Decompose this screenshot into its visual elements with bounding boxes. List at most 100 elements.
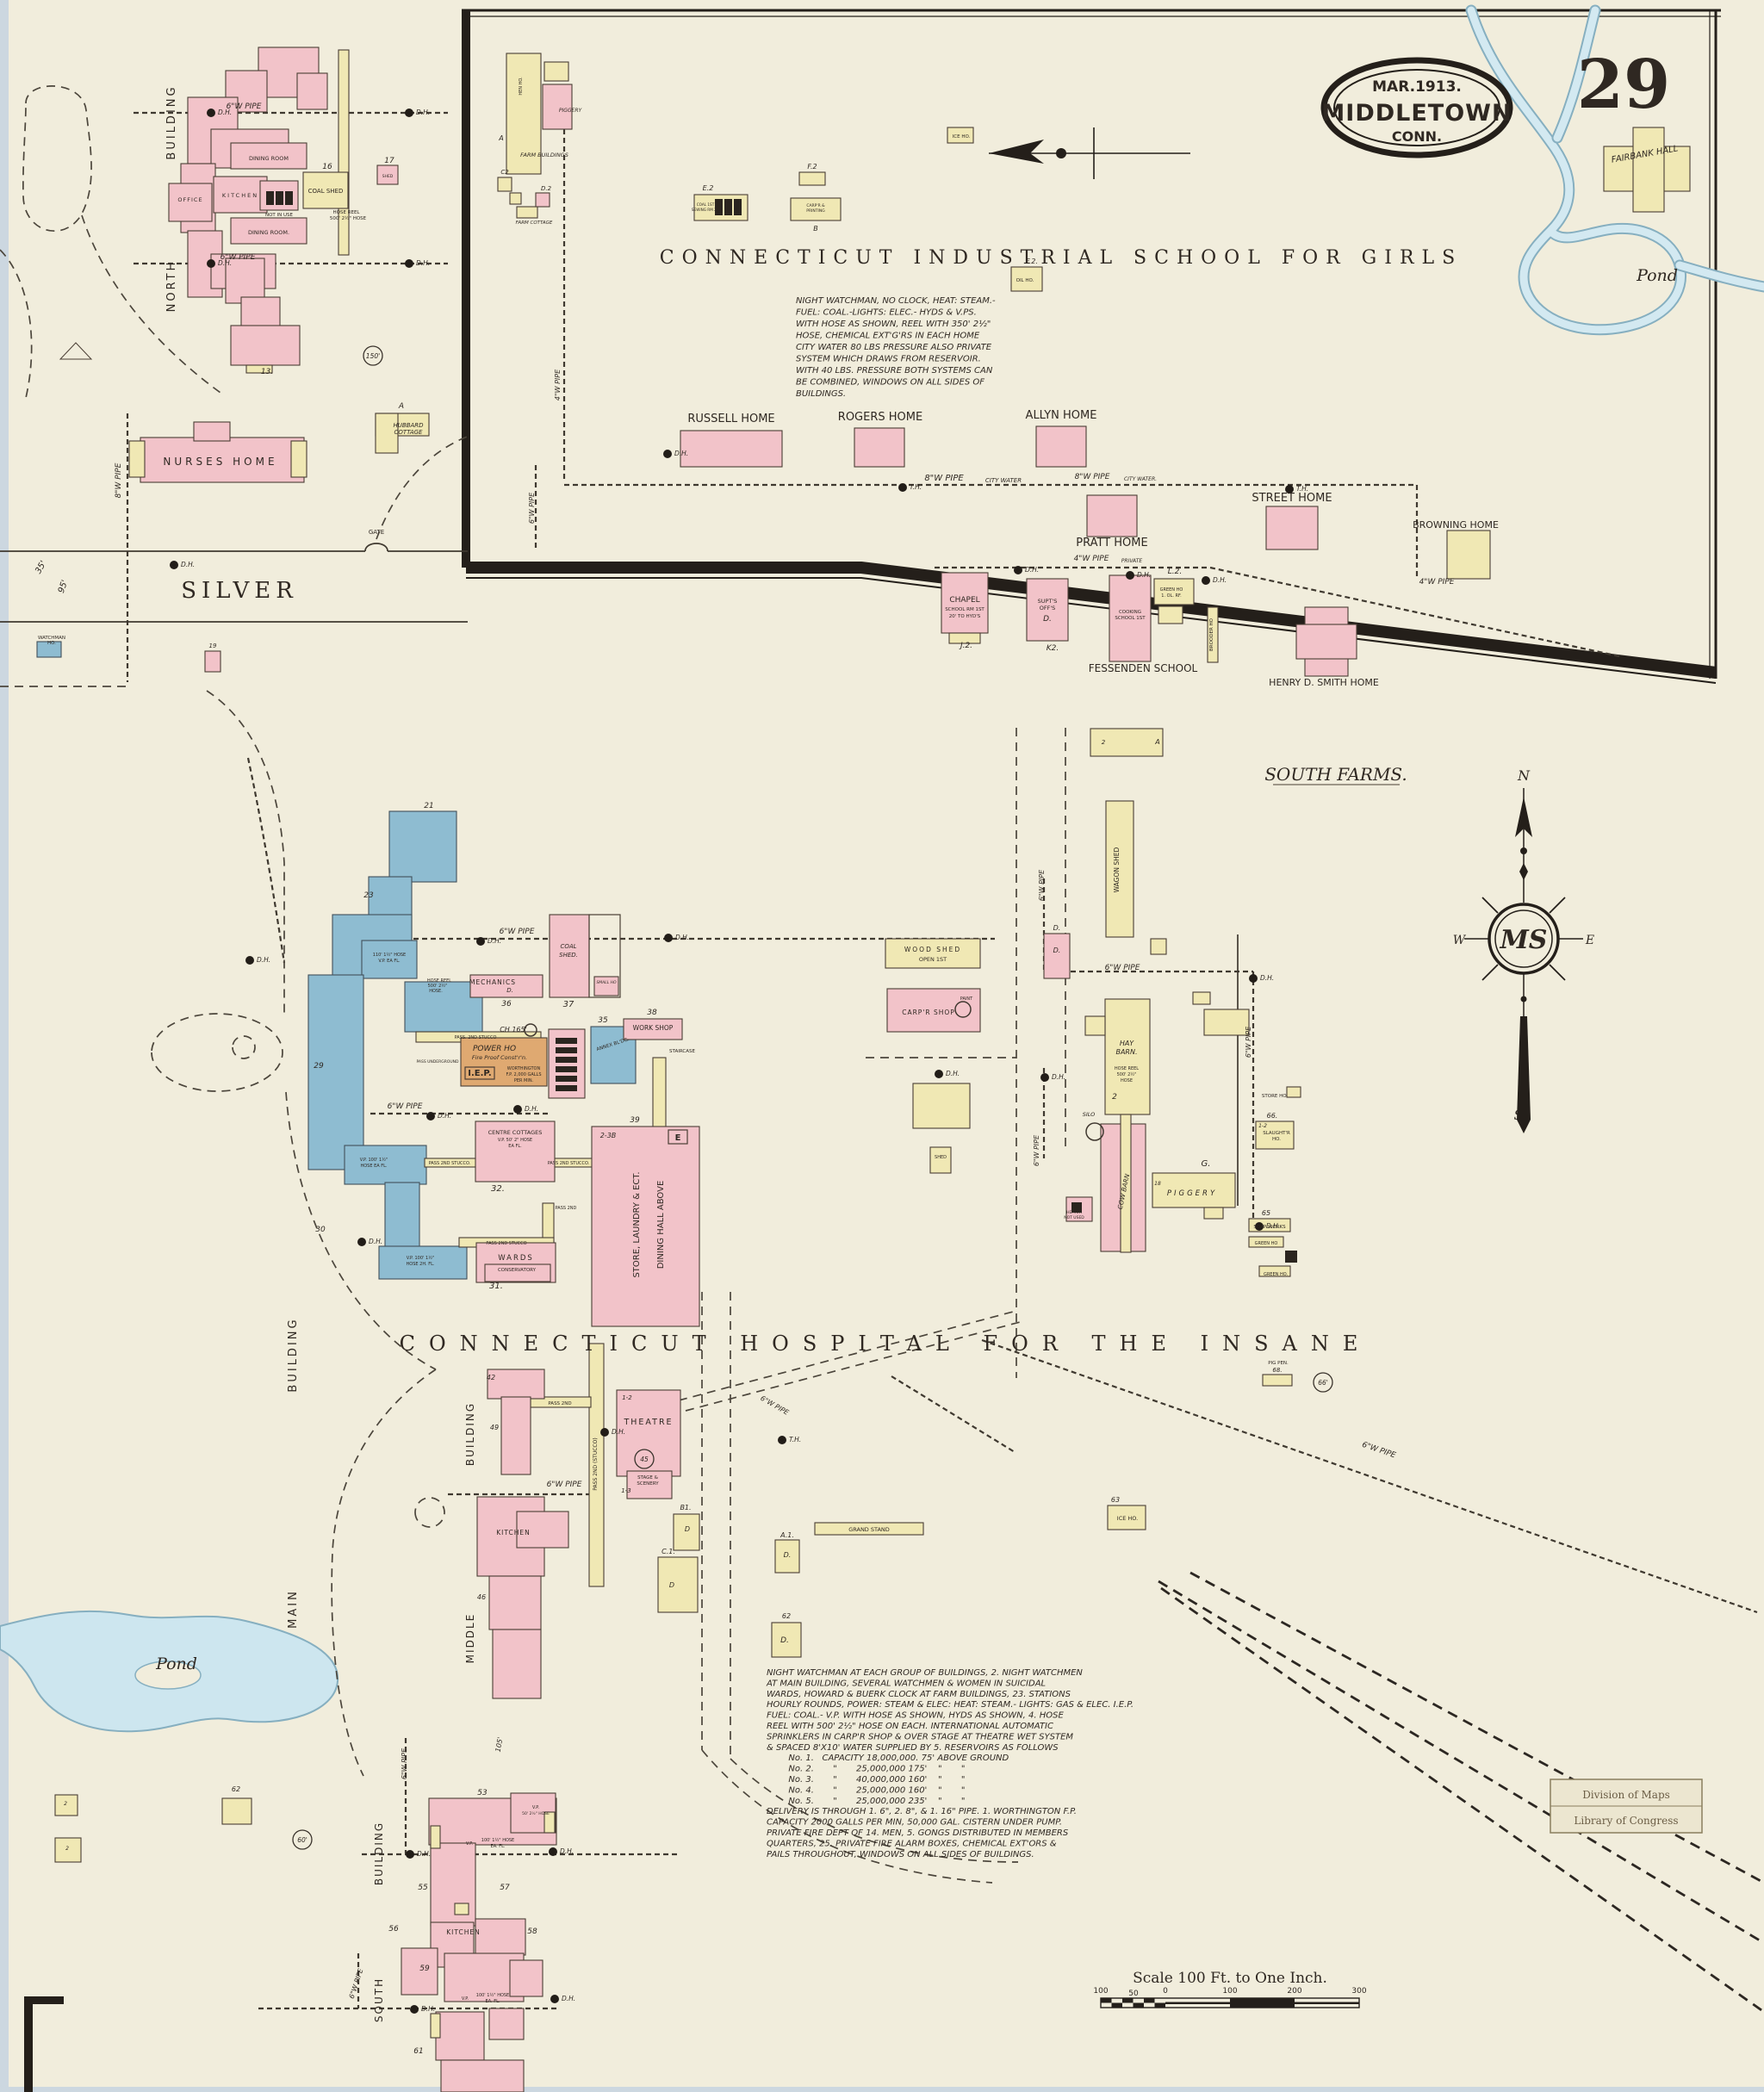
nurses-home-wing bbox=[290, 440, 307, 478]
road bbox=[81, 214, 221, 394]
map-label: 6"W PIPE bbox=[1033, 1134, 1040, 1166]
south-building bbox=[475, 1918, 526, 1956]
scale-seg bbox=[1154, 2002, 1165, 2008]
map-label: 17 bbox=[384, 157, 394, 165]
hydrant-dot bbox=[410, 2005, 419, 2014]
hospital-note-line: No. 4. " 25,000,000 160' " " bbox=[767, 1785, 965, 1795]
map-label: 53 bbox=[477, 1789, 488, 1797]
map-label: STAIRCASE bbox=[669, 1049, 695, 1054]
hospital-note-line: HOURLY ROUNDS, POWER: STEAM & ELEC: HEAT… bbox=[767, 1700, 1134, 1710]
coal-bin bbox=[266, 191, 274, 205]
map-label: HO. bbox=[1272, 1137, 1281, 1142]
hospital-note-line: CAPACITY 2000 GALLS PER MIN, 50,000 GAL.… bbox=[767, 1818, 1062, 1828]
farm-shed bbox=[1203, 1009, 1250, 1036]
store-laundry-dining bbox=[591, 1126, 700, 1327]
shed-62 bbox=[771, 1622, 802, 1658]
street-home bbox=[1265, 506, 1319, 550]
south-building bbox=[509, 1959, 543, 1997]
smith-home bbox=[1295, 624, 1357, 660]
shed-b1 bbox=[673, 1513, 700, 1551]
hydrant-dot bbox=[405, 259, 413, 268]
map-label: V.P. 100' 1½" bbox=[407, 1255, 435, 1261]
map-label: 65 bbox=[1262, 1209, 1270, 1217]
passage bbox=[542, 1202, 555, 1244]
map-label: 2 bbox=[1102, 739, 1106, 746]
heading-south-farms: SOUTH FARMS. bbox=[1264, 764, 1407, 785]
compass-ornament bbox=[1519, 863, 1528, 880]
map-label: COTTAGE bbox=[394, 429, 424, 436]
compass-w: W bbox=[1453, 934, 1467, 947]
water-features bbox=[0, 4, 1764, 1733]
cottage bbox=[54, 1794, 78, 1816]
map-label: D. bbox=[506, 987, 513, 994]
hydrant-dot bbox=[406, 1850, 414, 1859]
map-label: PRATT HOME bbox=[1076, 537, 1147, 549]
road bbox=[376, 435, 470, 540]
passage bbox=[588, 1343, 605, 1587]
scale-seg bbox=[1230, 1998, 1295, 2008]
hydrant-label: D.H. bbox=[560, 1847, 574, 1855]
map-label: 38 bbox=[647, 1009, 657, 1017]
roads-pipes-rails bbox=[0, 85, 1764, 2014]
map-label: HOSE. bbox=[429, 989, 443, 994]
road bbox=[151, 1013, 283, 1092]
hydrant-dot bbox=[207, 109, 215, 117]
stage bbox=[626, 1470, 673, 1499]
map-label: L.2. bbox=[1168, 568, 1182, 576]
school-note-line: FUEL: COAL.-LIGHTS: ELEC.- HYDS & V.PS. bbox=[796, 308, 977, 318]
shed bbox=[509, 192, 522, 205]
hospital-note-line: WARDS, HOWARD & BUERK CLOCK AT FARM BUIL… bbox=[767, 1690, 1071, 1699]
map-label: E bbox=[675, 1133, 681, 1143]
hydrant-dot bbox=[1126, 571, 1134, 580]
map-label: 13. bbox=[261, 368, 273, 376]
map-label: 55 bbox=[418, 1884, 428, 1892]
green-house bbox=[1158, 605, 1183, 624]
farm-cottage bbox=[516, 206, 538, 219]
hydrant-dot bbox=[1040, 1073, 1049, 1082]
hydrant-dot bbox=[1249, 974, 1258, 983]
map-label: PASS 2ND bbox=[548, 1401, 571, 1406]
map-label: HOSE REEL bbox=[427, 978, 451, 984]
hospital-note-line: FUEL: COAL.- V.P. WITH HOSE AS SHOWN, HY… bbox=[767, 1711, 1064, 1721]
map-label: J.2. bbox=[959, 642, 972, 650]
hydrant-label: D.H. bbox=[488, 937, 501, 945]
map-label: PASS 2ND STUCCO. bbox=[548, 1161, 590, 1166]
cottage bbox=[54, 1837, 82, 1863]
road bbox=[414, 1497, 445, 1528]
shed-c1 bbox=[657, 1556, 699, 1613]
north-arrow-head bbox=[989, 140, 1044, 164]
map-label: ICE HO. bbox=[1117, 1515, 1138, 1522]
hydrant-label: D.H. bbox=[1260, 974, 1274, 982]
map-label: SMALL HO bbox=[596, 980, 617, 985]
russell-home bbox=[680, 430, 783, 468]
map-label: SHED bbox=[935, 1155, 947, 1160]
shed-17 bbox=[376, 165, 399, 185]
map-label: BUILDING bbox=[373, 1822, 385, 1885]
compass-ray bbox=[1481, 964, 1499, 981]
frame-left-bar bbox=[462, 10, 470, 568]
hydrant-dot bbox=[1014, 566, 1022, 574]
scale-tick: 100 bbox=[1093, 1987, 1108, 1996]
hydrant-dot bbox=[664, 934, 673, 942]
compass-ray bbox=[1481, 897, 1499, 914]
river bbox=[1467, 6, 1685, 334]
brooder-house bbox=[1207, 606, 1219, 663]
compass-ray bbox=[1549, 964, 1566, 981]
bldg-d-farm bbox=[1043, 933, 1071, 979]
hospital-note-line: & SPACED 8'X10' WATER SUPPLIED BY 5. RES… bbox=[767, 1743, 1059, 1753]
map-label: CONSERVATORY bbox=[498, 1268, 537, 1273]
map-label: HOSE REEL bbox=[1115, 1066, 1139, 1071]
map-label: 42 bbox=[487, 1374, 495, 1381]
main-building bbox=[307, 974, 364, 1170]
map-label: PRINTING bbox=[806, 208, 825, 214]
coal-pocket bbox=[556, 1047, 577, 1053]
map-label: NORTH bbox=[165, 260, 178, 313]
middle-building bbox=[500, 1396, 531, 1475]
road bbox=[331, 1369, 437, 1777]
coal-pocket bbox=[556, 1057, 577, 1063]
map-label: HENRY D. SMITH HOME bbox=[1269, 677, 1379, 688]
map-label: 100' 1½" HOSE bbox=[481, 1837, 514, 1843]
map-label: DINING ROOM bbox=[249, 155, 289, 162]
piggery-school bbox=[542, 84, 573, 130]
